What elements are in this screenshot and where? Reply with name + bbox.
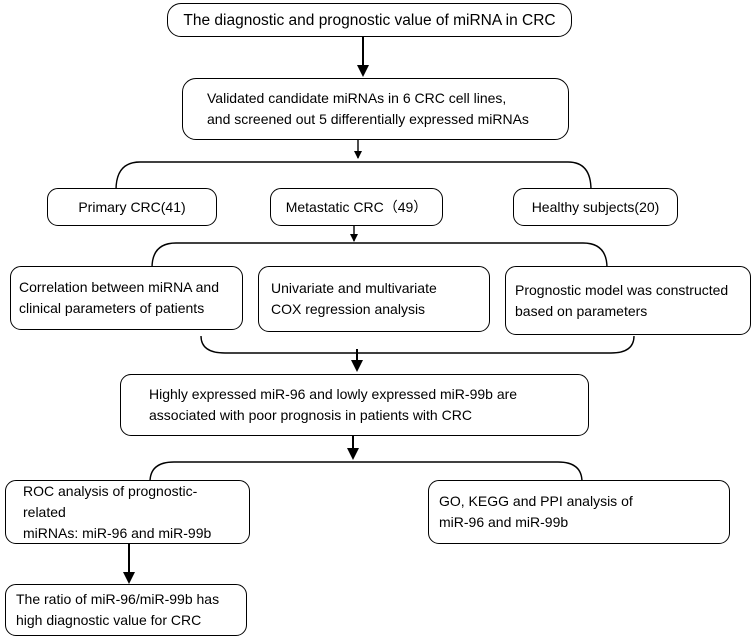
box-go-line-2: miR-96 and miR-99b xyxy=(439,514,569,530)
box-cox-regression: Univariate and multivariate COX regressi… xyxy=(258,266,490,332)
box-healthy-line-1: Healthy subjects(20) xyxy=(531,198,660,215)
box-healthy-subjects: Healthy subjects(20) xyxy=(513,188,678,226)
box-title-line-1: The diagnostic and prognostic value of m… xyxy=(183,11,556,29)
box-highly-expressed: Highly expressed miR-96 and lowly expres… xyxy=(120,374,589,436)
box-highly-line-1: Highly expressed miR-96 and lowly expres… xyxy=(149,386,518,402)
branch-bracket-results xyxy=(149,461,583,483)
box-prognostic-model: Prognostic model was constructed based o… xyxy=(505,266,751,335)
box-correlation-line-2: clinical parameters of patients xyxy=(19,300,205,316)
box-go-kegg-ppi: GO, KEGG and PPI analysis of miR-96 and … xyxy=(428,480,730,544)
box-prognostic-line-1: Prognostic model was constructed xyxy=(515,281,729,298)
box-ratio-line-1: The ratio of miR-96/miR-99b has xyxy=(16,591,220,607)
box-validated-candidates: Validated candidate miRNAs in 6 CRC cell… xyxy=(182,78,569,140)
box-ratio-line-2: high diagnostic value for CRC xyxy=(16,612,202,628)
box-correlation-line-1: Correlation between miRNA and xyxy=(19,279,219,295)
box-go-line-1: GO, KEGG and PPI analysis of xyxy=(439,493,633,509)
box-roc-line-2: miRNAs: miR-96 and miR-99b xyxy=(23,524,212,541)
box-primary-line-1: Primary CRC(41) xyxy=(78,198,186,215)
box-cox-line-2: COX regression analysis xyxy=(271,301,426,317)
box-prognostic-line-2: based on parameters xyxy=(515,302,648,319)
merge-bracket-analyses xyxy=(200,335,635,354)
box-ratio: The ratio of miR-96/miR-99b has high dia… xyxy=(5,584,247,636)
box-highly-line-2: associated with poor prognosis in patien… xyxy=(149,407,472,423)
box-roc-analysis: ROC analysis of prognostic-related miRNA… xyxy=(5,480,250,544)
box-metastatic-crc: Metastatic CRC（49） xyxy=(270,188,443,226)
box-title: The diagnostic and prognostic value of m… xyxy=(167,3,572,37)
box-validated-line-1: Validated candidate miRNAs in 6 CRC cell… xyxy=(207,90,507,106)
branch-bracket-analyses xyxy=(151,242,608,269)
branch-bracket-cohorts xyxy=(115,161,592,191)
box-validated-line-2: and screened out 5 differentially expres… xyxy=(207,111,529,127)
box-cox-line-1: Univariate and multivariate xyxy=(271,280,437,296)
box-roc-line-1: ROC analysis of prognostic-related xyxy=(23,482,198,520)
box-correlation: Correlation between miRNA and clinical p… xyxy=(10,266,243,330)
box-primary-crc: Primary CRC(41) xyxy=(47,188,217,226)
box-metastatic-line-1: Metastatic CRC（49） xyxy=(285,198,428,215)
